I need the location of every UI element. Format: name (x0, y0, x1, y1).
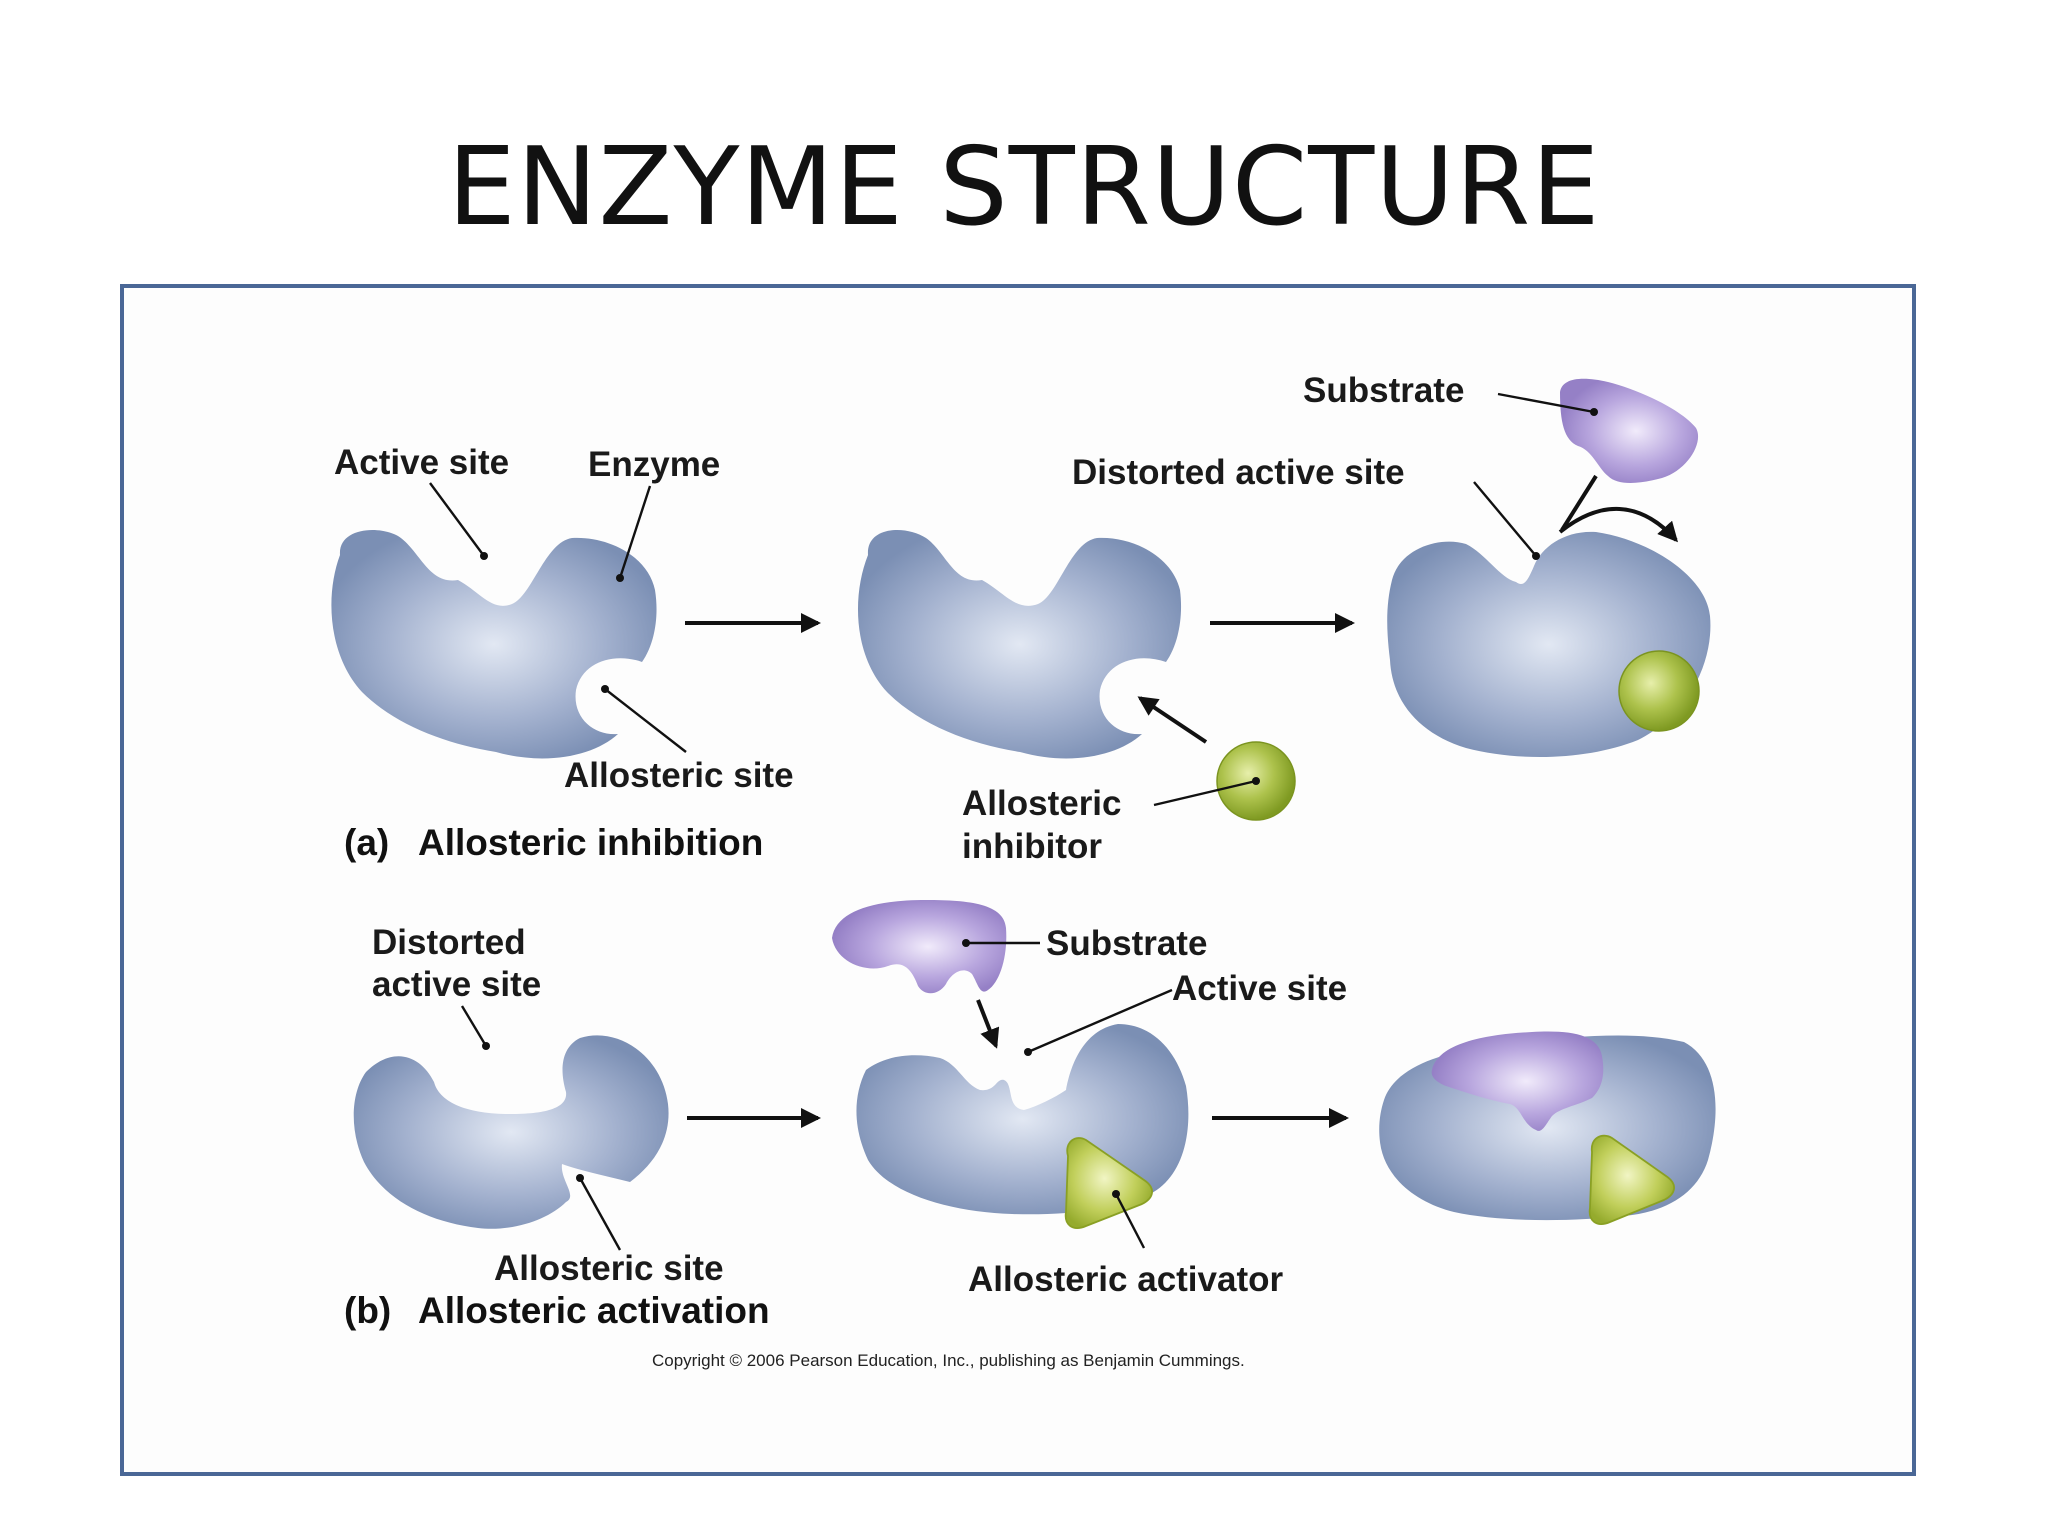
enzyme-a2 (857, 530, 1182, 759)
leader-enzyme-a (618, 485, 652, 579)
copyright-notice: Copyright © 2006 Pearson Education, Inc.… (652, 1351, 1245, 1370)
label-substrate-b: Substrate (1046, 924, 1207, 963)
label-active-site: Active site (334, 443, 509, 482)
leader-activator (1114, 1193, 1146, 1249)
leader-substrate-a (1497, 392, 1595, 414)
leader-dot (616, 574, 624, 582)
allosteric-activator-triangle (1064, 1137, 1153, 1229)
leader-inhibitor (1153, 779, 1257, 807)
leader-dot (1024, 1048, 1032, 1056)
label-distorted-b-2: active site (372, 965, 541, 1004)
leader-dot (480, 552, 488, 560)
label-allosteric-activator: Allosteric activator (968, 1260, 1283, 1299)
enzyme-a1 (331, 530, 657, 759)
label-enzyme: Enzyme (588, 445, 720, 484)
leader-active-site-a (429, 482, 485, 557)
leader-dot (576, 1174, 584, 1182)
panel-a: Active site Enzyme Allosteric site Allos… (331, 371, 1711, 866)
substrate-b (832, 900, 1007, 994)
leader-dot (1252, 777, 1260, 785)
label-allosteric-inhibitor-2: inhibitor (962, 827, 1102, 866)
label-substrate-a: Substrate (1303, 371, 1464, 410)
caption-b: Allosteric activation (418, 1290, 770, 1331)
label-allosteric-site-a: Allosteric site (564, 756, 794, 795)
bound-activator-triangle (1588, 1134, 1675, 1225)
leader-distorted-b (460, 1005, 488, 1047)
figure-frame (120, 284, 1916, 1476)
leader-dot (1112, 1190, 1120, 1198)
label-allosteric-site-b: Allosteric site (494, 1249, 724, 1288)
label-allosteric-inhibitor-1: Allosteric (962, 784, 1122, 823)
leader-distorted-site-a (1473, 481, 1537, 557)
caption-a: Allosteric inhibition (418, 822, 763, 863)
leader-dot (482, 1042, 490, 1050)
leader-allosteric-site-a (604, 688, 687, 753)
leader-active-site-b (1027, 988, 1173, 1054)
inhibitor-binding-arrow (1137, 696, 1208, 744)
caption-letter-a: (a) (344, 822, 389, 863)
leader-allosteric-site-b (578, 1177, 622, 1251)
substrate-rejected-arrow (1558, 506, 1679, 543)
label-distorted-active-site-a: Distorted active site (1072, 453, 1405, 492)
substrate-a (1560, 378, 1699, 483)
leader-dot (601, 685, 609, 693)
bound-inhibitor-ball (1618, 650, 1700, 732)
enzyme-b1 (353, 1035, 669, 1229)
substrate-entering-arrow (976, 999, 1000, 1049)
leader-dot (962, 939, 970, 947)
bound-substrate-b (1431, 1031, 1604, 1131)
panel-b: Distorted active site Allosteric site Su… (344, 900, 1716, 1331)
label-distorted-b-1: Distorted (372, 923, 526, 962)
label-active-site-b: Active site (1172, 969, 1347, 1008)
slide-title: ENZYME STRUCTURE (447, 125, 1601, 250)
leader-dot (1590, 408, 1598, 416)
caption-letter-b: (b) (344, 1290, 391, 1331)
substrate-approach-line (1560, 474, 1598, 532)
leader-dot (1532, 552, 1540, 560)
